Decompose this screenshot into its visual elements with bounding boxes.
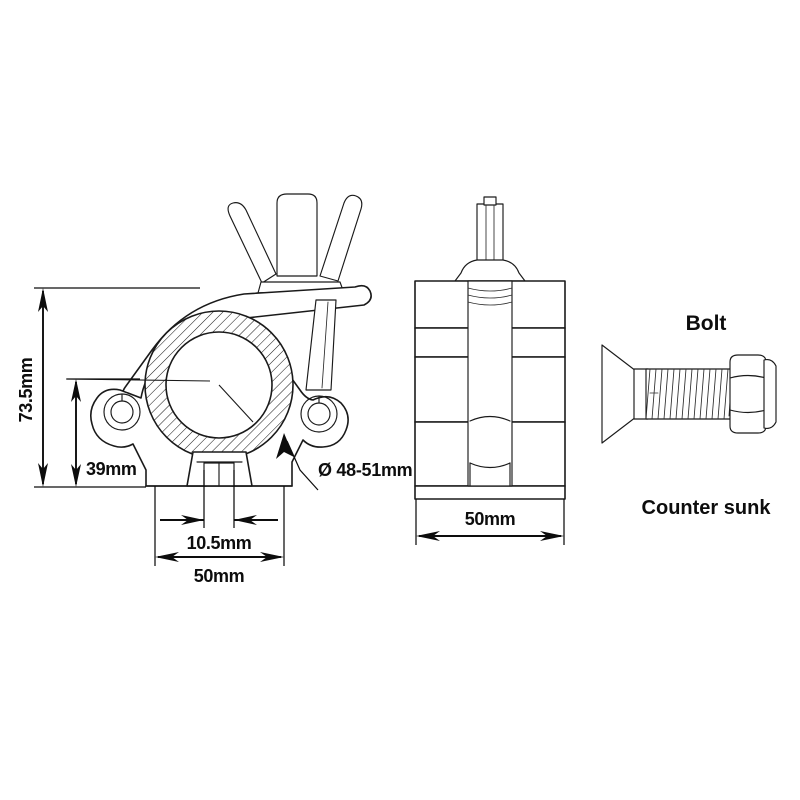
dim-label-side-width: 50mm bbox=[465, 509, 515, 529]
wing-nut-lobe-left bbox=[227, 202, 277, 284]
clamp-strut-edge bbox=[321, 301, 329, 389]
bolt-subtitle-label: Counter sunk bbox=[642, 497, 772, 519]
dim-arrow-in-left-105 bbox=[181, 515, 204, 525]
leader-arrow-diameter bbox=[276, 433, 294, 459]
bolt-view: Bolt bbox=[601, 312, 777, 519]
bolt-hex-nut bbox=[729, 354, 767, 434]
clamp-lower-slot bbox=[186, 451, 253, 487]
side-bolt-shoulder bbox=[469, 415, 511, 422]
wing-nut-lobe-middle bbox=[276, 193, 318, 277]
dim-arrow-up-39 bbox=[71, 379, 81, 402]
dim-arrow-left-side50 bbox=[416, 531, 440, 541]
side-bolt-end-cap bbox=[469, 462, 511, 469]
hex-nut-top-facet bbox=[729, 374, 767, 379]
bolt-hole-left-outer bbox=[103, 393, 141, 431]
side-wing-nut-stem bbox=[476, 196, 504, 263]
bolt-thread-lines bbox=[645, 368, 733, 420]
side-view: 50mm bbox=[414, 196, 566, 545]
side-thread-1 bbox=[467, 287, 513, 292]
dimension-base-width: 50mm bbox=[154, 486, 285, 586]
side-body-base-band bbox=[414, 485, 566, 500]
dimension-overall-height: 73.5mm bbox=[16, 287, 200, 488]
tube-inner-circle bbox=[165, 331, 273, 439]
clamp-vertical-strut bbox=[305, 299, 337, 391]
hex-nut-bottom-facet bbox=[729, 409, 767, 414]
bolt-title-label: Bolt bbox=[686, 312, 727, 335]
side-thread-2 bbox=[467, 294, 513, 299]
bolt-washer-face bbox=[763, 359, 777, 429]
side-stem-shaft bbox=[476, 203, 504, 263]
dim-arrow-in-right-105 bbox=[234, 515, 257, 525]
dimension-side-width: 50mm bbox=[415, 499, 565, 545]
dim-arrow-left-50 bbox=[155, 552, 179, 562]
side-bolt-column bbox=[467, 280, 513, 487]
callout-tube-diameter: Ø 48-51mm bbox=[276, 433, 413, 491]
dim-label-overall-height: 73.5mm bbox=[16, 358, 36, 423]
front-view: 73.5mm 39mm 10.5mm bbox=[16, 193, 413, 586]
dim-label-base-width: 50mm bbox=[194, 566, 244, 586]
tube-center-tick bbox=[218, 384, 254, 423]
clamp-strut-shaft bbox=[305, 299, 337, 391]
dim-arrow-down-39 bbox=[71, 464, 81, 487]
hex-nut-body bbox=[729, 354, 767, 434]
side-stem-cap bbox=[483, 196, 497, 206]
dim-label-slot-width: 10.5mm bbox=[187, 533, 252, 553]
dimension-body-height: 39mm bbox=[67, 378, 140, 487]
dim-arrow-right-50 bbox=[260, 552, 284, 562]
bolt-hole-right-outer bbox=[300, 395, 338, 433]
dim-arrow-down-73 bbox=[38, 463, 48, 487]
side-thread-3 bbox=[467, 301, 513, 306]
dim-arrow-right-side50 bbox=[540, 531, 564, 541]
callout-label-tube-diameter: Ø 48-51mm bbox=[318, 460, 412, 480]
dimension-slot-width: 10.5mm bbox=[160, 470, 278, 553]
wing-nut-lobe-right bbox=[319, 194, 363, 282]
dim-label-body-height: 39mm bbox=[86, 459, 136, 479]
side-bolt-shaft bbox=[467, 280, 513, 487]
dim-arrow-up-73 bbox=[38, 288, 48, 312]
